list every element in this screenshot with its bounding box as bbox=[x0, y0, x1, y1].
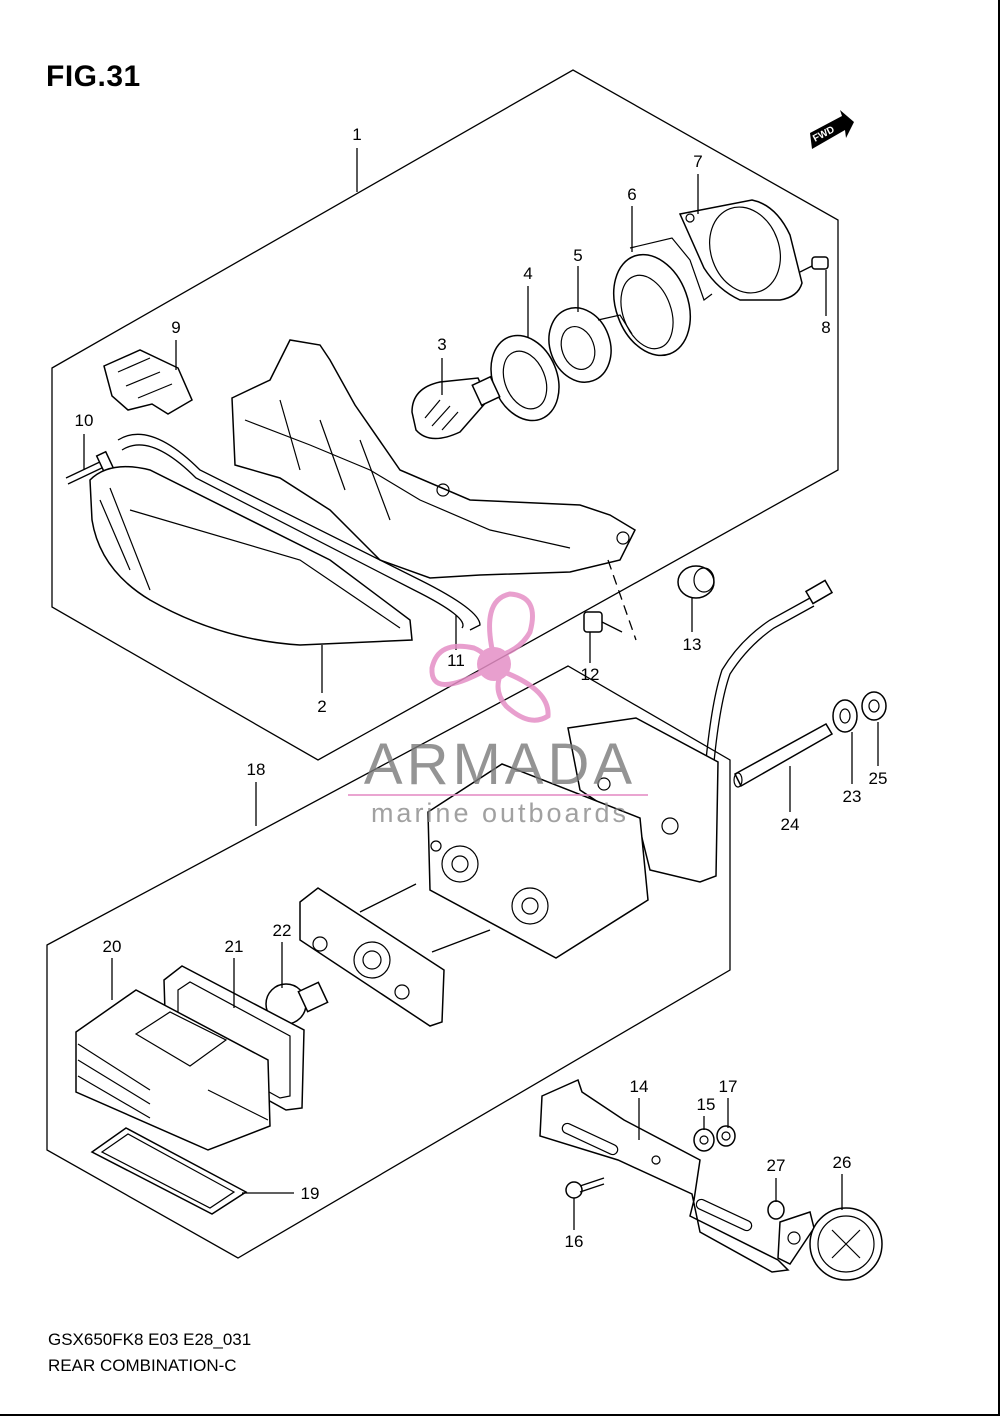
part-reflector-26 bbox=[809, 1207, 883, 1281]
part-sleeve-24 bbox=[733, 722, 834, 788]
part-clip-9 bbox=[103, 349, 193, 415]
callout-numbers: 1 2 3 4 5 6 7 8 9 10 11 12 13 14 15 16 1… bbox=[75, 125, 888, 1251]
frame-border-bottom bbox=[0, 1414, 1000, 1416]
assembly-frame-1 bbox=[51, 69, 839, 761]
fwd-arrow-icon: FWD bbox=[810, 110, 854, 149]
part-lens-2 bbox=[89, 465, 413, 646]
callout-13: 13 bbox=[683, 635, 702, 654]
callout-10: 10 bbox=[75, 411, 94, 430]
callout-26: 26 bbox=[833, 1153, 852, 1172]
part-socket-5 bbox=[548, 307, 633, 383]
callout-8: 8 bbox=[821, 318, 830, 337]
part-ring-4 bbox=[490, 334, 560, 422]
part-lens-20 bbox=[75, 989, 271, 1151]
callout-17: 17 bbox=[719, 1077, 738, 1096]
part-socket-6 bbox=[613, 237, 713, 357]
watermark-brand: ARMADA bbox=[364, 732, 636, 797]
callout-19: 19 bbox=[301, 1184, 320, 1203]
part-washer-23 bbox=[832, 699, 858, 733]
callout-15: 15 bbox=[697, 1095, 716, 1114]
watermark-tagline: marine outboards bbox=[371, 798, 629, 828]
callout-22: 22 bbox=[273, 921, 292, 940]
part-gasket-7 bbox=[678, 199, 803, 301]
callout-14: 14 bbox=[630, 1077, 649, 1096]
part-nut-27 bbox=[767, 1200, 785, 1220]
callout-9: 9 bbox=[171, 318, 180, 337]
callout-11: 11 bbox=[447, 651, 465, 670]
part-bulb-3 bbox=[411, 375, 501, 440]
callout-12: 12 bbox=[581, 665, 600, 684]
part-wire bbox=[705, 579, 834, 763]
callout-2: 2 bbox=[317, 697, 326, 716]
frame-border-right bbox=[998, 0, 1000, 1416]
part-nut-17 bbox=[716, 1125, 736, 1147]
part-reflector-19 bbox=[90, 1127, 248, 1215]
callout-18: 18 bbox=[247, 760, 266, 779]
callout-5: 5 bbox=[573, 246, 582, 265]
part-nut-25 bbox=[861, 691, 887, 721]
figure-title: FIG.31 bbox=[46, 60, 141, 93]
callout-27: 27 bbox=[767, 1156, 786, 1175]
callout-20: 20 bbox=[103, 937, 122, 956]
assembly-frame-18 bbox=[46, 665, 731, 1259]
callout-6: 6 bbox=[627, 185, 636, 204]
callout-3: 3 bbox=[437, 335, 446, 354]
part-trim-11 bbox=[117, 433, 481, 631]
figure-code: GSX650FK8 E03 E28_031 bbox=[48, 1330, 252, 1349]
part-bolt-16 bbox=[565, 1177, 605, 1199]
watermark-logo: ARMADA marine outboards bbox=[348, 591, 648, 828]
part-washer-15 bbox=[693, 1128, 715, 1152]
callout-23: 23 bbox=[843, 787, 862, 806]
callout-24: 24 bbox=[781, 815, 800, 834]
part-bulb-22 bbox=[265, 981, 329, 1025]
callout-1: 1 bbox=[352, 125, 361, 144]
callout-25: 25 bbox=[869, 769, 888, 788]
part-housing-1 bbox=[231, 339, 636, 579]
propeller-icon bbox=[429, 591, 551, 723]
part-lamp-body bbox=[427, 763, 649, 959]
part-bolt-12 bbox=[583, 611, 623, 633]
callout-4: 4 bbox=[523, 264, 532, 283]
part-screw-10 bbox=[65, 450, 115, 485]
figure-name: REAR COMBINATION-C bbox=[48, 1356, 237, 1375]
callout-7: 7 bbox=[693, 152, 702, 171]
part-screw-8 bbox=[799, 256, 829, 273]
part-grommet-13 bbox=[677, 565, 715, 599]
part-bracket-14 bbox=[539, 1078, 815, 1273]
part-socket-plate bbox=[299, 883, 491, 1027]
callout-16: 16 bbox=[565, 1232, 584, 1251]
callout-21: 21 bbox=[225, 937, 244, 956]
